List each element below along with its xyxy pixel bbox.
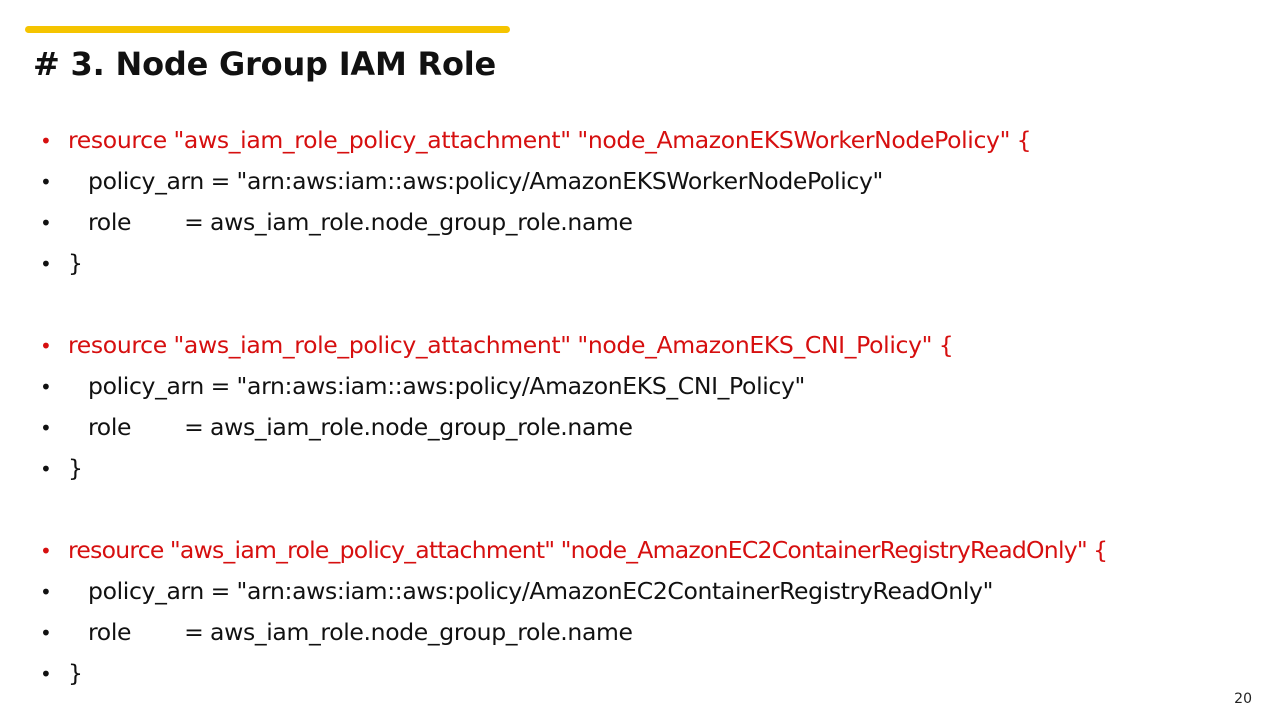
bullet-icon <box>40 246 58 281</box>
bullet-icon <box>40 656 58 691</box>
slide-title: # 3. Node Group IAM Role <box>33 45 497 83</box>
bullet-icon <box>40 328 58 363</box>
code-text: role = aws_iam_role.node_group_role.name <box>88 618 633 646</box>
bullet-icon <box>40 615 58 650</box>
title-accent-bar <box>25 26 510 33</box>
code-text: policy_arn = "arn:aws:iam::aws:policy/Am… <box>88 167 883 195</box>
bullet-icon <box>40 205 58 240</box>
bullet-icon <box>40 410 58 445</box>
bullet-icon <box>40 451 58 486</box>
code-text: resource "aws_iam_role_policy_attachment… <box>68 536 1108 564</box>
code-text: role = aws_iam_role.node_group_role.name <box>88 413 633 441</box>
code-text: } <box>68 249 83 277</box>
page-number: 20 <box>1234 691 1252 707</box>
code-text: resource "aws_iam_role_policy_attachment… <box>68 126 1032 154</box>
bullet-icon <box>40 123 58 158</box>
code-text: policy_arn = "arn:aws:iam::aws:policy/Am… <box>88 372 806 400</box>
bullet-icon <box>40 574 58 609</box>
code-text: } <box>68 454 83 482</box>
bullet-icon <box>40 369 58 404</box>
code-text: policy_arn = "arn:aws:iam::aws:policy/Am… <box>88 577 994 605</box>
bullet-icon <box>40 533 58 568</box>
code-text: } <box>68 659 83 687</box>
bullet-icon <box>40 164 58 199</box>
code-text: role = aws_iam_role.node_group_role.name <box>88 208 633 236</box>
code-text: resource "aws_iam_role_policy_attachment… <box>68 331 954 359</box>
